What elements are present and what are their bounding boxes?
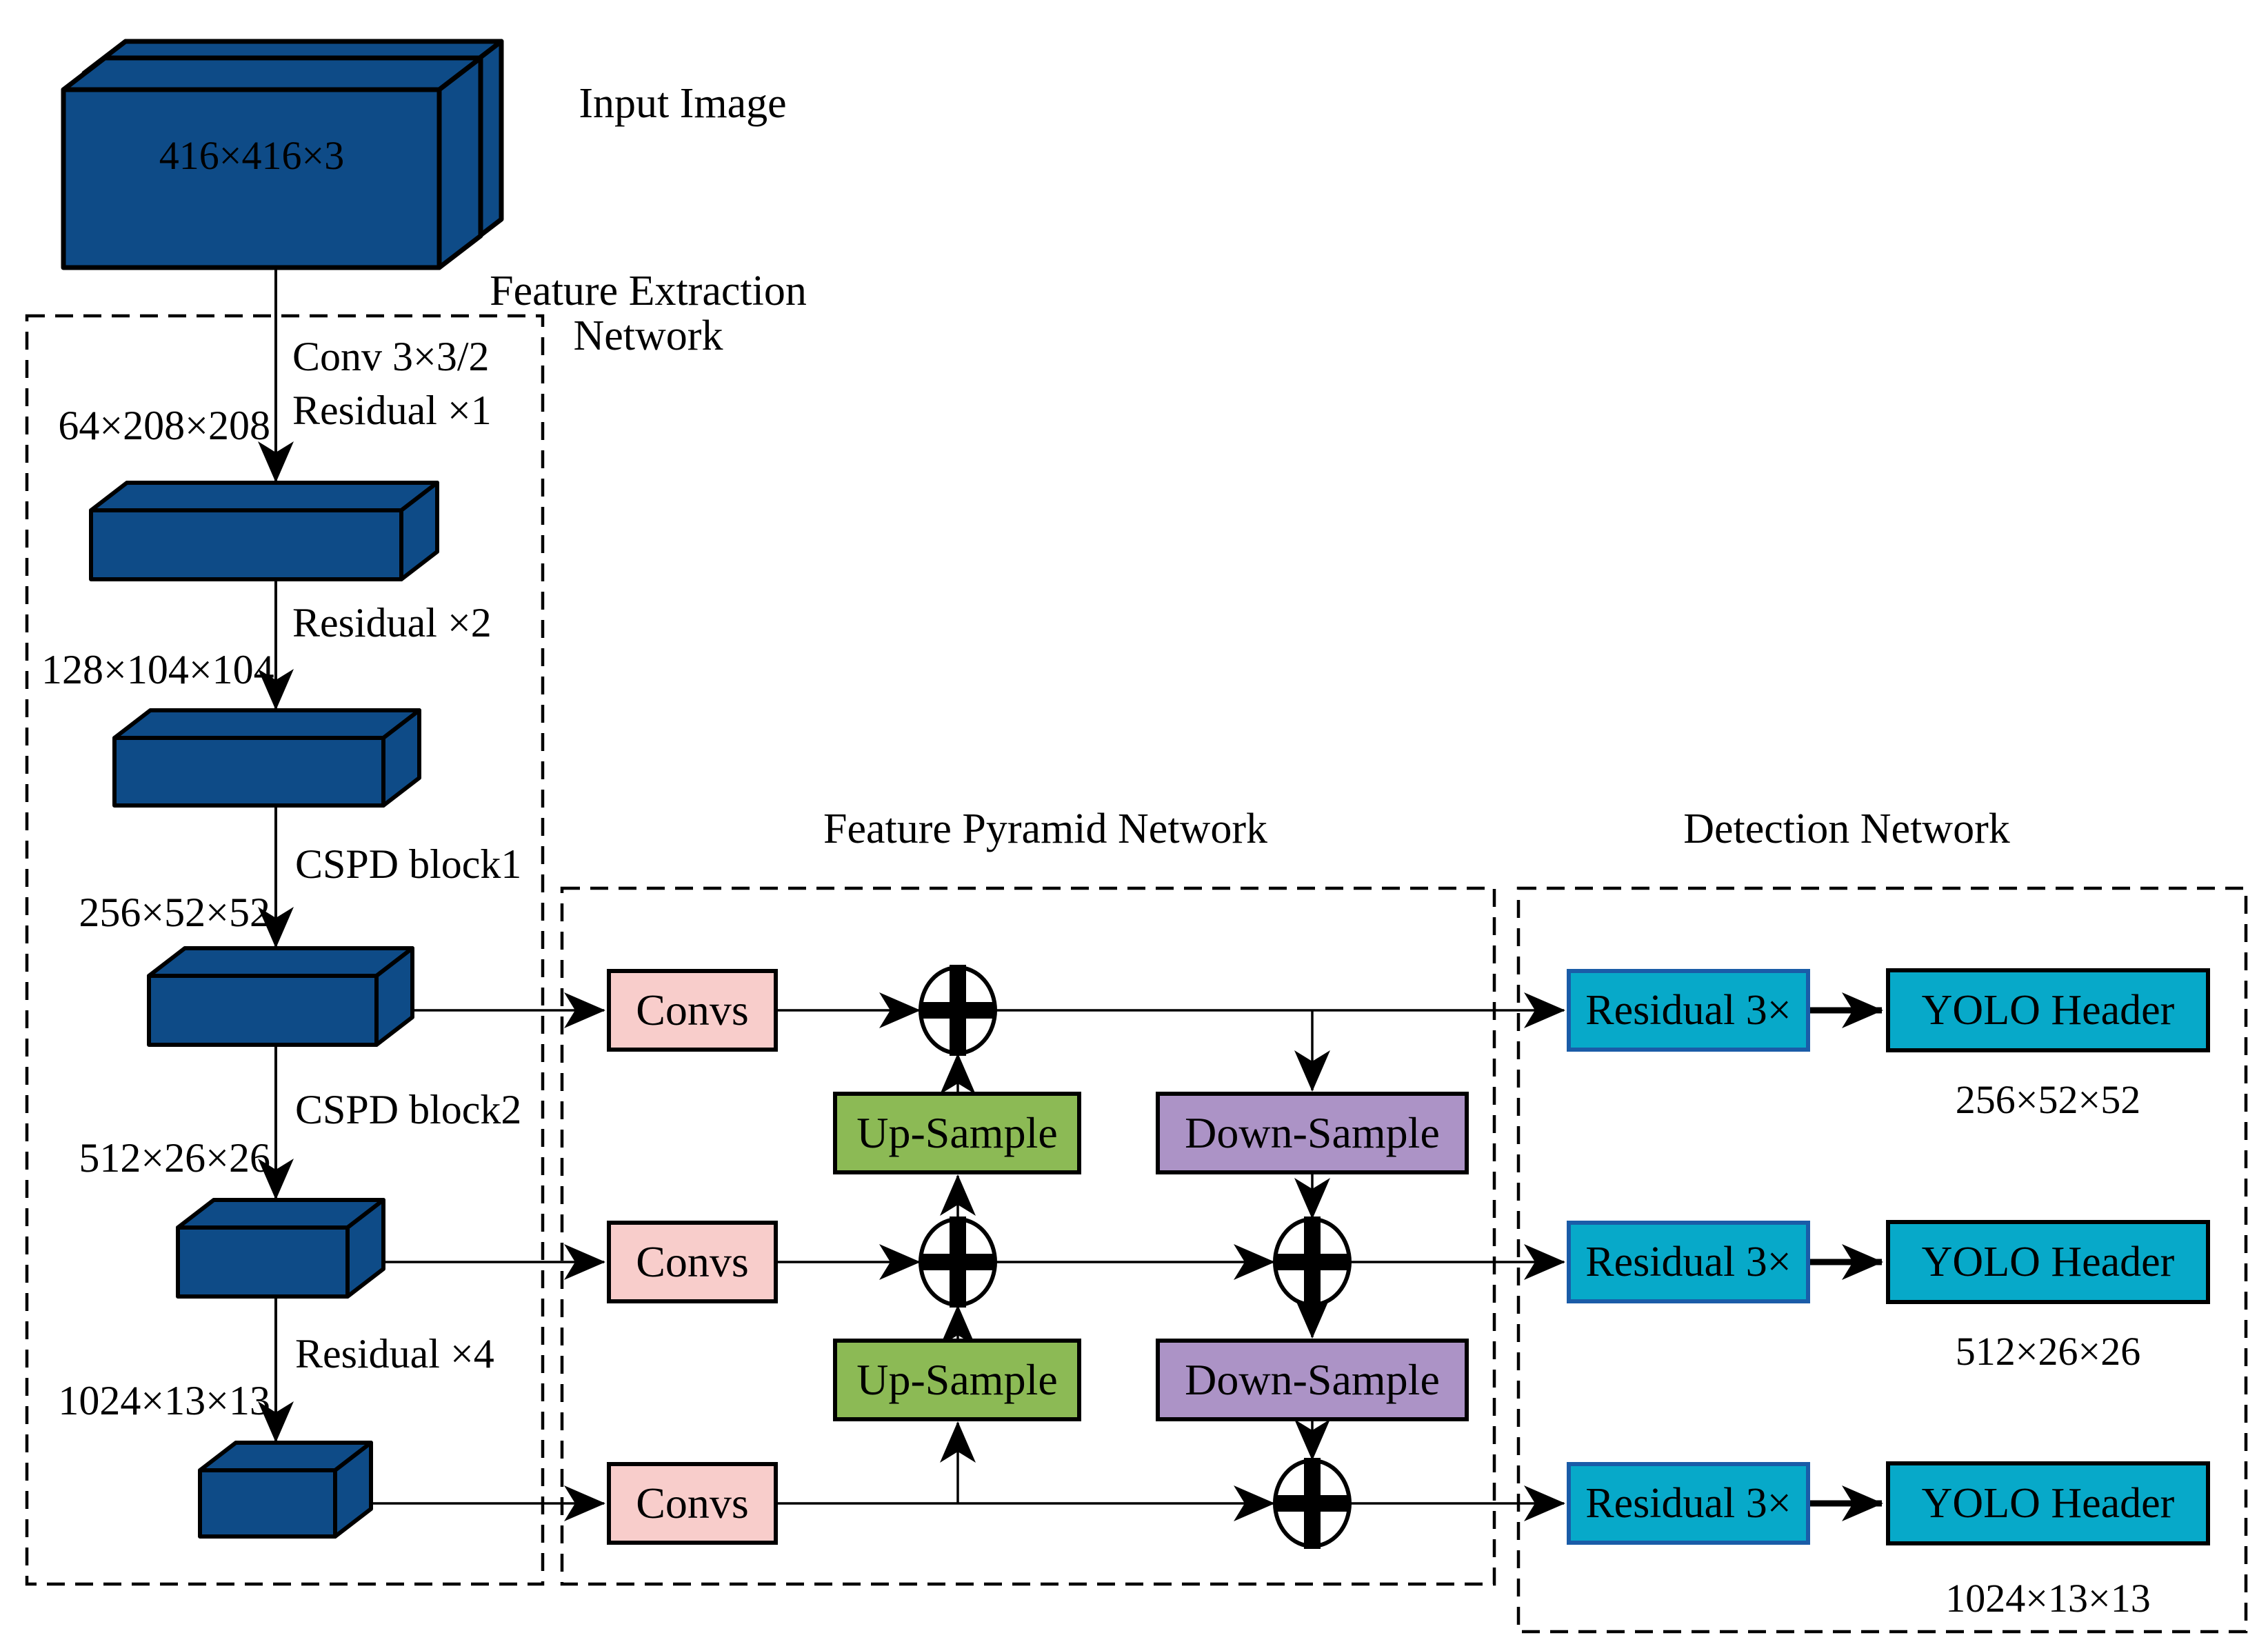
residual3x-box-1: Residual 3× [1567,969,1810,1052]
downsample-box-1: Down-Sample [1156,1092,1469,1174]
backbone-slab-512x26x26 [176,1198,385,1299]
merge-nodes [919,965,1352,1549]
residual3x-box-2: Residual 3× [1567,1221,1810,1303]
feature-extraction-title: Feature Extraction Network [455,268,841,360]
backbone-to-fpn-arrows [371,992,605,1521]
input-image-3d-box [61,39,504,270]
backbone-slab-128x104x104 [112,708,421,808]
backbone-slab-1024x13x13 [198,1441,373,1539]
merge-node-icon [919,1217,997,1308]
convs-box-3: Convs [607,1462,778,1545]
fpn-connectors [778,992,1565,1521]
backbone-slab-64x208x208 [89,481,439,581]
residual3x-box-3: Residual 3× [1567,1462,1810,1545]
detection-dims-label-2: 512×26×26 [1955,1329,2141,1374]
residual-x4-label: Residual ×4 [295,1331,494,1376]
downsample-box-2: Down-Sample [1156,1339,1469,1421]
feature-extraction-title-line2: Network [573,312,723,360]
dims-256x52x52-label: 256×52×52 [79,890,270,935]
feature-extraction-region [25,314,545,1586]
residual-x2-label: Residual ×2 [292,600,492,645]
dims-64x208x208-label: 64×208×208 [58,403,270,448]
input-image-label: Input Image [579,80,787,127]
detection-dims-label-3: 1024×13×13 [1945,1576,2151,1621]
fpn-title: Feature Pyramid Network [823,805,1267,852]
backbone-slab-256x52x52 [147,946,414,1047]
input-dims-label: 416×416×3 [159,133,345,178]
feature-extraction-title-line1: Feature Extraction [490,268,807,314]
conv-3x3-label: Conv 3×3/2 [292,334,490,379]
merge-node-icon [1273,1458,1352,1549]
cspd-block1-label: CSPD block1 [295,841,522,887]
merge-node-icon [919,965,997,1056]
dims-1024x13x13-label: 1024×13×13 [58,1378,270,1423]
upsample-box-2: Up-Sample [833,1339,1081,1421]
detection-title: Detection Network [1683,805,2010,852]
dims-512x26x26-label: 512×26×26 [79,1135,270,1181]
upsample-box-1: Up-Sample [833,1092,1081,1174]
residual-x1-label: Residual ×1 [292,388,492,433]
yolo-header-box-2: YOLO Header [1886,1220,2210,1304]
detection-dims-label-1: 256×52×52 [1955,1077,2141,1122]
residual-to-yolo-arrows [1810,992,1883,1521]
cspd-block2-label: CSPD block2 [295,1087,522,1132]
convs-box-2: Convs [607,1221,778,1303]
yolo-header-box-1: YOLO Header [1886,968,2210,1052]
yolo-header-box-3: YOLO Header [1886,1461,2210,1545]
fpn-region [560,886,1496,1586]
merge-node-icon [1273,1217,1352,1308]
convs-box-1: Convs [607,969,778,1052]
dims-128x104x104-label: 128×104×104 [41,647,274,692]
